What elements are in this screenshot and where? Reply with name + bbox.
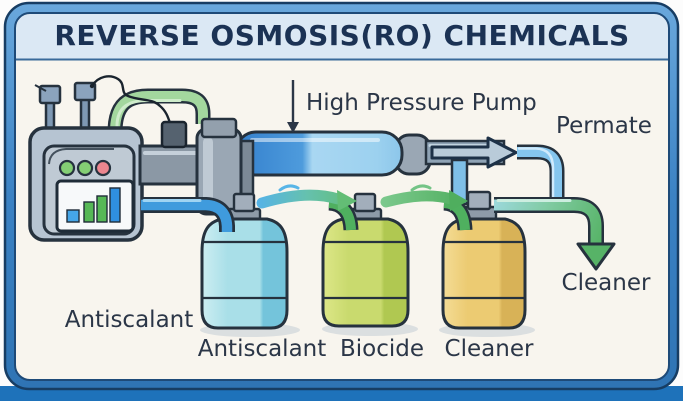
inner-frame-line — [14, 12, 670, 381]
screen-bar-blue-tall — [109, 187, 121, 223]
coupling-highlight — [203, 137, 213, 205]
tank1-label: Antiscalant — [198, 336, 327, 362]
tank-cap — [232, 192, 256, 213]
swoosh1-flick — [278, 184, 300, 192]
sensor-wire — [90, 75, 172, 124]
indicator-light-green — [58, 159, 76, 177]
post-antenna — [34, 84, 47, 92]
screen-bar-green — [96, 195, 108, 223]
tank-body — [321, 217, 410, 328]
tank-cap — [466, 190, 492, 211]
flow-swoosh-2 — [380, 184, 473, 231]
flow-arrow — [430, 136, 518, 169]
tank-cap — [353, 192, 377, 213]
tank-biocide — [321, 192, 410, 328]
post-stem — [79, 96, 91, 130]
swoosh2-arrowhead — [449, 190, 468, 211]
swoosh2-band — [380, 190, 458, 208]
cleaner-output-label: Cleaner — [562, 270, 651, 296]
control-panel — [28, 126, 144, 242]
tank-antiscalant — [200, 192, 289, 330]
wire-clamp — [160, 120, 188, 149]
green-arch-fill — [110, 91, 208, 133]
membrane-vessel — [234, 130, 432, 177]
swoosh1-arrowhead — [337, 190, 357, 211]
post-stem — [44, 98, 56, 132]
control-panel-posts — [34, 81, 97, 132]
panel-screen — [55, 179, 135, 233]
pipe-coupling — [195, 117, 255, 216]
wire-end-dot — [89, 83, 95, 89]
permeate-label: Permate — [556, 113, 652, 139]
elbow2-fill — [328, 198, 356, 231]
dosing-blue-fill — [141, 199, 233, 232]
indicator-light-red — [94, 159, 112, 177]
tank-body — [441, 217, 527, 330]
page-title: REVERSE OSMOSIS(RO) CHEMICALS — [54, 19, 629, 52]
tank2-label: Biocide — [340, 336, 424, 362]
dosing-line-blue — [141, 197, 235, 232]
tank3-label: Cleaner — [445, 336, 534, 362]
post-cap — [73, 81, 97, 102]
permeate-pipe — [517, 144, 565, 204]
pump-label: High Pressure Pump — [306, 90, 537, 116]
cleaner-output-pipe — [494, 197, 616, 271]
screen-bar-green — [83, 201, 95, 223]
header-band — [16, 14, 668, 59]
flow-swoosh-1 — [256, 184, 359, 231]
faceplate-accent-line — [48, 148, 114, 165]
tank-cleaner — [441, 190, 527, 330]
screen-bar-blue — [66, 209, 80, 223]
coupling-top-fitting — [200, 117, 238, 139]
pump-annotation-arrow — [287, 80, 299, 133]
tank-body — [200, 217, 289, 330]
indicator-light-green — [76, 159, 94, 177]
swoosh2-flick — [410, 184, 432, 192]
device-antiscalant-label: Antiscalant — [65, 307, 194, 333]
cleaner-down-arrowhead — [576, 242, 616, 271]
pump-arrowhead — [287, 122, 299, 133]
swoosh1-band — [256, 189, 344, 209]
permeate-pipe-highlight — [517, 147, 555, 202]
output-pipe-fill — [494, 199, 602, 247]
